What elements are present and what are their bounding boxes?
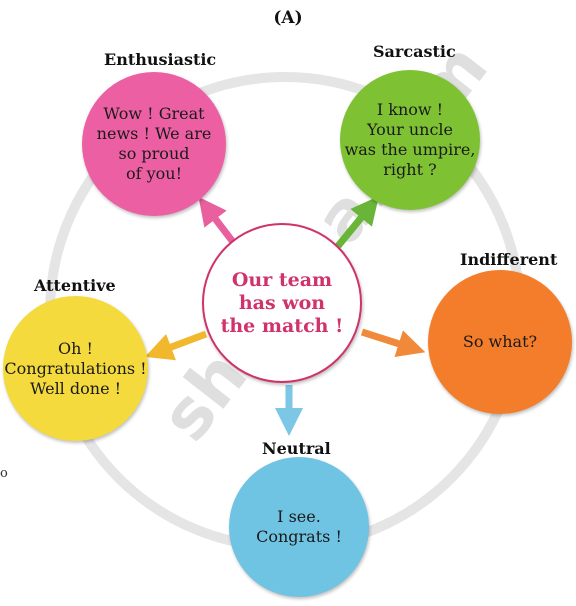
heading-sarcastic: Sarcastic xyxy=(373,42,456,61)
heading-enthusiastic: Enthusiastic xyxy=(104,50,217,69)
center-bubble: Our team has won the match ! xyxy=(202,223,362,383)
heading-neutral: Neutral xyxy=(262,439,331,458)
bubble-text-neutral: I see. Congrats ! xyxy=(256,507,342,546)
heading-indifferent: Indifferent xyxy=(460,250,558,269)
panel-label: (A) xyxy=(273,8,303,28)
bubble-attentive: Oh ! Congratulations ! Well done ! xyxy=(3,296,148,441)
heading-attentive: Attentive xyxy=(34,276,116,295)
stray-mark: o xyxy=(0,466,8,481)
bubble-sarcastic: I know ! Your uncle was the umpire, righ… xyxy=(340,70,480,210)
bubble-enthusiastic: Wow ! Great news ! We are so proud of yo… xyxy=(82,72,226,216)
bubble-neutral: I see. Congrats ! xyxy=(229,457,369,597)
bubble-text-sarcastic: I know ! Your uncle was the umpire, righ… xyxy=(344,100,476,179)
bubble-text-enthusiastic: Wow ! Great news ! We are so proud of yo… xyxy=(96,104,212,183)
arrow-attentive xyxy=(144,330,208,361)
arrow-sarcastic xyxy=(335,196,379,249)
bubble-indifferent: So what? xyxy=(428,270,572,414)
bubble-text-indifferent: So what? xyxy=(462,332,538,351)
arrow-enthusiastic xyxy=(198,196,236,245)
center-text: Our team has won the match ! xyxy=(220,268,344,337)
arrow-indifferent xyxy=(360,328,426,358)
bubble-text-attentive: Oh ! Congratulations ! Well done ! xyxy=(4,338,147,398)
